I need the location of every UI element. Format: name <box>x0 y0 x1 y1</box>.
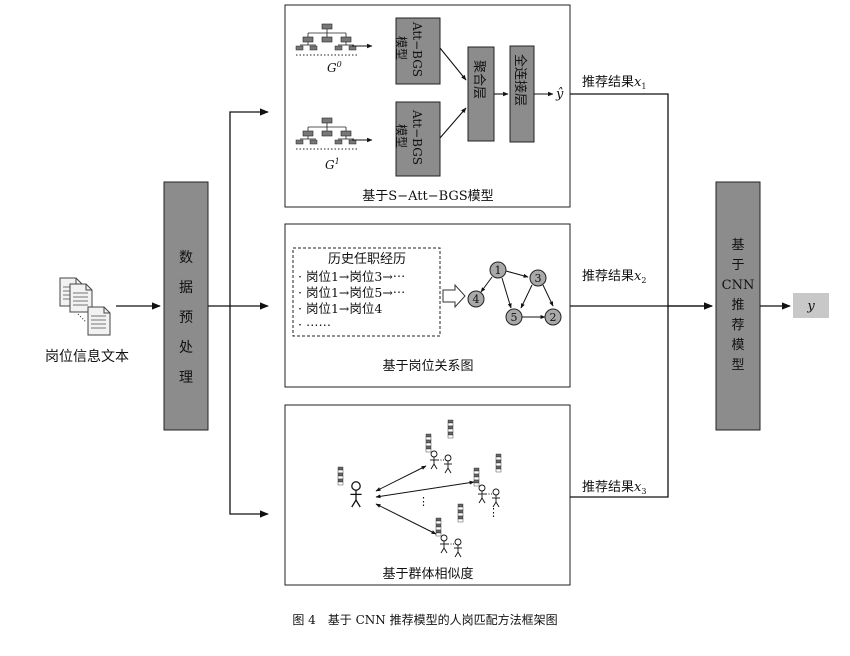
graph-node-5-label: 5 <box>511 311 518 324</box>
graph-node-1-label: 1 <box>495 264 502 277</box>
history-item: · 岗位1→岗位3→⋯ <box>298 269 405 284</box>
graph-node-3 <box>529 269 547 287</box>
history-list: · 岗位1→岗位3→⋯· 岗位1→岗位5→⋯· 岗位1→岗位4· ⋯⋯ <box>298 269 405 332</box>
cnn-model-label: 基于 CNN 推荐模型 <box>722 238 755 373</box>
att-bgs-model-label-2-line2: 模型 <box>394 124 408 148</box>
graph-node-5 <box>505 308 523 326</box>
job-relation-graph: 1 3 4 5 2 <box>467 261 562 326</box>
graph-node-3-label: 3 <box>535 272 542 285</box>
aggregation-layer-box <box>467 46 495 142</box>
preprocess-to-branch1-arrow <box>229 108 269 306</box>
preprocess-text-char: 处 <box>179 340 193 356</box>
figure-caption: 图 4 基于 CNN 推荐模型的人岗匹配方法框架图 <box>292 612 557 627</box>
cnn-model-box <box>715 181 761 431</box>
preprocess-to-branch3-arrow <box>229 306 269 518</box>
svg-text:⋮: ⋮ <box>488 506 499 519</box>
graph-node-1 <box>489 261 507 279</box>
input-docs-icon <box>59 277 111 336</box>
preprocess-label: 数据预处理 <box>179 250 193 386</box>
final-output-label: y <box>806 299 815 314</box>
graph-node-2-label: 2 <box>550 311 557 324</box>
svg-text:⋮: ⋮ <box>418 495 429 508</box>
att-bgs-model-label-2-line1: Att−BGS <box>410 109 424 165</box>
cnn-text-char: 基 <box>731 238 744 253</box>
result2-label: 推荐结果x2 <box>582 269 646 285</box>
branch3-caption: 基于群体相似度 <box>382 566 473 582</box>
fully-connected-layer-box <box>509 45 535 143</box>
preprocess-text-char: 据 <box>179 280 193 296</box>
cnn-text-char: 模 <box>731 338 744 353</box>
branch1-caption: 基于S−Att−BGS模型 <box>362 189 493 204</box>
history-item: · ⋯⋯ <box>298 317 331 332</box>
final-output-box <box>793 293 829 318</box>
branch-s-att-bgs: G0 G1 Att−BGS 模型 Att−BGS 模型 聚合层 全连接层 ŷ 基… <box>284 4 571 208</box>
cnn-text-char: 于 <box>731 258 744 273</box>
aggregation-layer-label: 聚合层 <box>471 60 486 99</box>
preprocess-text-char: 理 <box>179 370 193 386</box>
transform-arrow-icon <box>442 283 466 309</box>
preprocess-box <box>163 181 209 431</box>
result3-connector <box>570 306 669 498</box>
history-item: · 岗位1→岗位4 <box>298 301 382 316</box>
branch2-caption: 基于岗位关系图 <box>382 359 473 374</box>
graph-node-2 <box>544 308 562 326</box>
history-box <box>292 247 441 337</box>
history-item: · 岗位1→岗位5→⋯ <box>298 285 405 300</box>
preprocess-text-char: 数 <box>179 250 193 266</box>
y-hat-output: ŷ <box>555 87 564 102</box>
graph-g1-label: G1 <box>325 157 340 172</box>
att-bgs-model-label-1-line1: Att−BGS <box>410 21 424 77</box>
att-bgs-model-label-1-line2: 模型 <box>394 36 408 60</box>
history-title: 历史任职经历 <box>328 252 406 267</box>
result1-label: 推荐结果x1 <box>582 75 646 91</box>
branch-job-relation: 历史任职经历 · 岗位1→岗位3→⋯· 岗位1→岗位5→⋯· 岗位1→岗位4· … <box>284 223 571 388</box>
graph-g0-label: G0 <box>327 60 342 75</box>
graph-node-4-label: 4 <box>473 293 480 306</box>
preprocess-text-char: 预 <box>179 310 193 326</box>
similarity-link-3 <box>375 503 437 535</box>
input-label: 岗位信息文本 <box>45 348 129 365</box>
similarity-link-2 <box>375 480 475 499</box>
cnn-text-char: 推 <box>731 298 744 313</box>
branch-group-similarity: ⋮ ⋮ 基于群体相似度 <box>284 404 571 586</box>
fully-connected-layer-label: 全连接层 <box>512 54 528 106</box>
cnn-text-char: 型 <box>731 358 744 373</box>
graph-node-4 <box>467 290 485 308</box>
cnn-text-char: CNN <box>722 278 755 293</box>
result3-label: 推荐结果x3 <box>582 480 646 496</box>
cnn-text-char: 荐 <box>731 318 744 333</box>
att-bgs-model-box-1 <box>395 17 441 85</box>
att-bgs-model-box-2 <box>395 101 441 177</box>
